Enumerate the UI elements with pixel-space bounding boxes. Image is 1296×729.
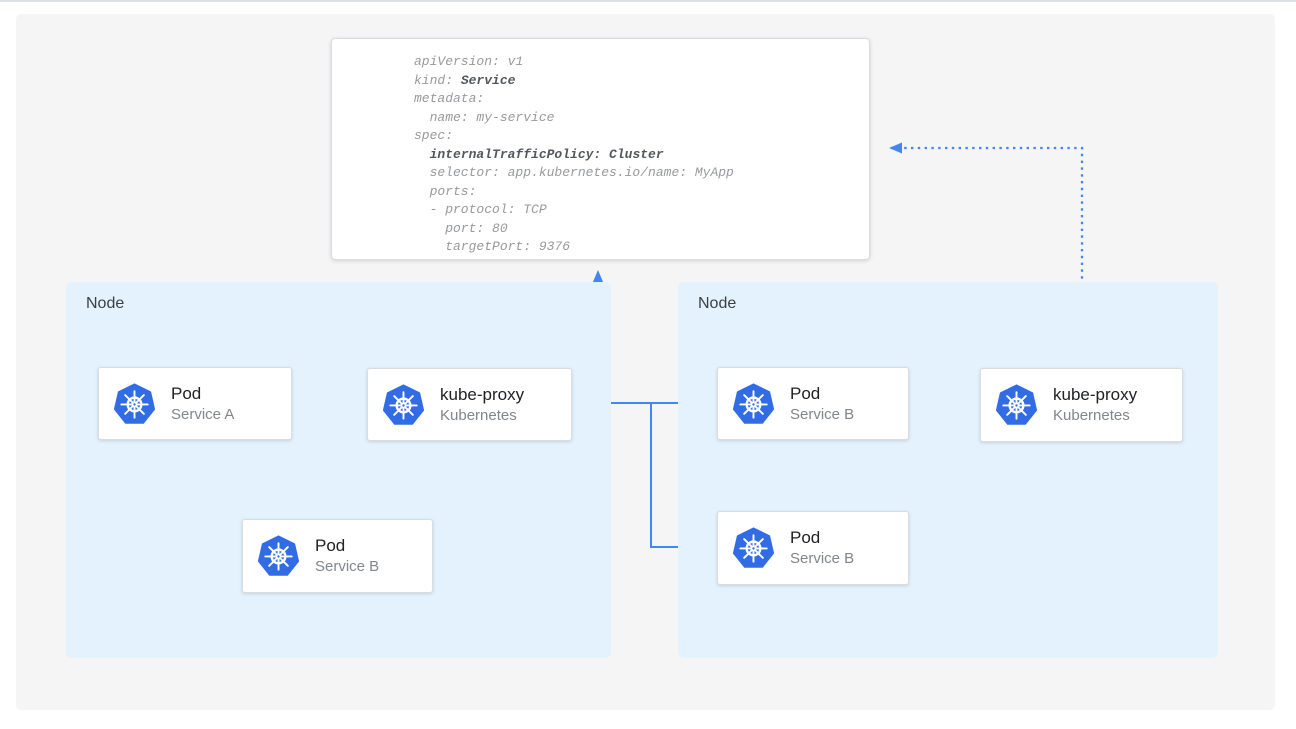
card-subtitle: Service A	[171, 405, 235, 423]
card-kube-proxy-right: kube-proxy Kubernetes	[980, 368, 1183, 442]
kubernetes-logo-icon	[256, 534, 301, 578]
card-pod-service-b-left-node: Pod Service B	[242, 519, 433, 593]
card-subtitle: Service B	[315, 558, 380, 575]
card-subtitle: Kubernetes	[440, 406, 517, 424]
page-top-divider	[0, 0, 1296, 2]
card-title: kube-proxy	[440, 384, 525, 404]
node-box-right: Node	[678, 282, 1218, 658]
kubernetes-logo-icon	[731, 526, 776, 570]
card-pod-service-a: Pod Service A	[98, 367, 292, 440]
card-subtitle: Service B	[790, 550, 855, 567]
card-title: Pod	[790, 383, 821, 403]
kubernetes-logo-icon	[731, 382, 776, 426]
card-pod-service-b-right-node-bottom: Pod Service B	[717, 511, 909, 585]
card-title: Pod	[790, 528, 821, 547]
node-box-left: Node	[66, 282, 611, 658]
card-title: Pod	[171, 383, 202, 403]
node-label: Node	[86, 295, 125, 312]
kubernetes-logo-icon	[994, 383, 1039, 427]
card-kube-proxy-left: kube-proxy Kubernetes	[367, 368, 572, 441]
card-pod-service-b-right-node-top: Pod Service B	[717, 367, 909, 440]
card-title: kube-proxy	[1053, 385, 1138, 404]
card-subtitle: Service B	[790, 405, 855, 423]
kubernetes-logo-icon	[112, 382, 157, 426]
card-title: Pod	[315, 536, 346, 555]
kubernetes-logo-icon	[381, 383, 426, 427]
card-subtitle: Kubernetes	[1053, 407, 1130, 424]
node-label: Node	[698, 295, 737, 312]
